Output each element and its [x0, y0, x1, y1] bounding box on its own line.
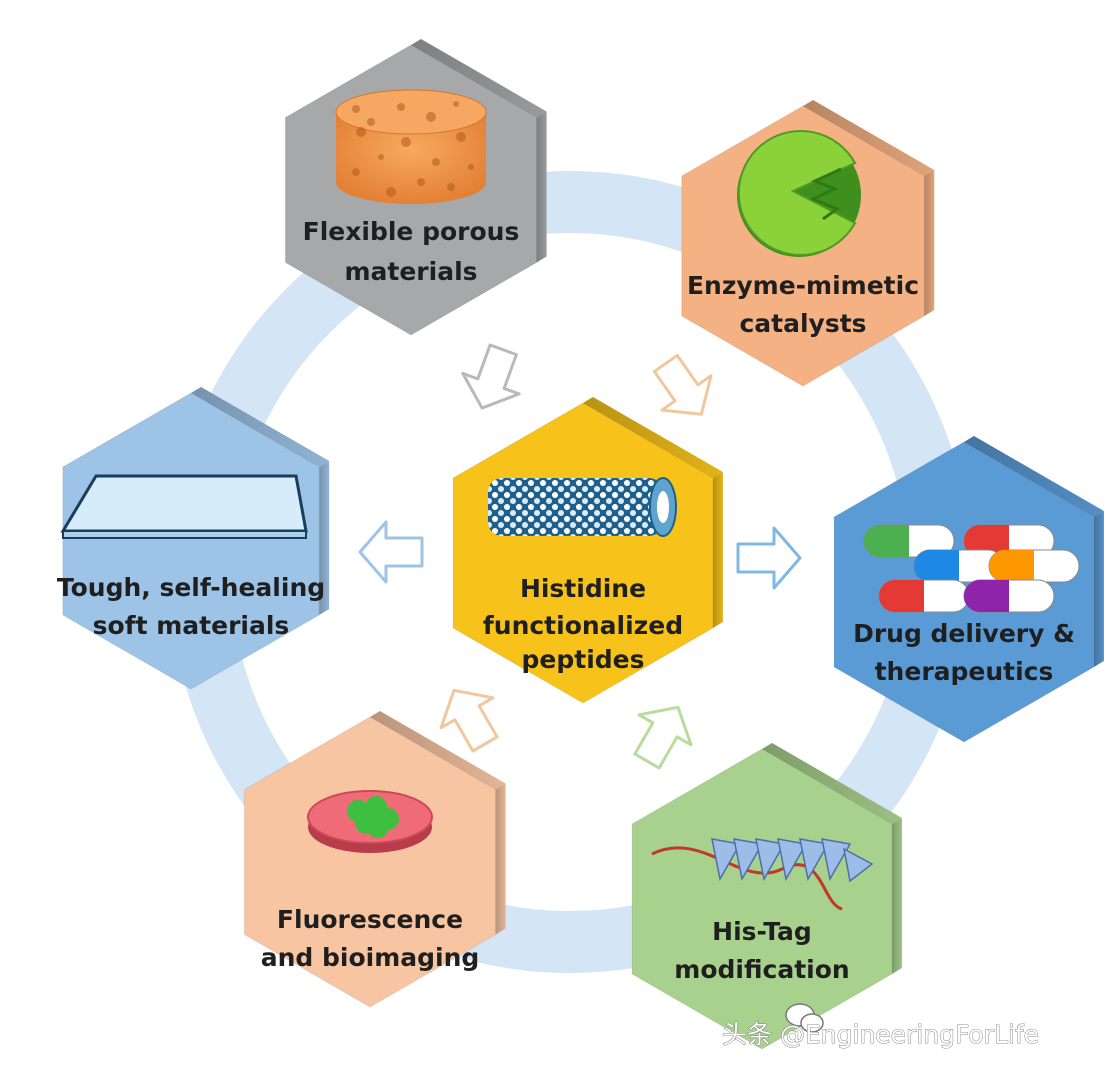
petri-dish-icon — [307, 790, 433, 853]
hex-side-shade — [803, 100, 935, 176]
hex-face — [631, 748, 893, 1050]
porous-label-line: Flexible porous — [303, 217, 520, 246]
nanotube-icon — [488, 477, 677, 537]
center-label-line: Histidine — [520, 574, 646, 603]
hex-side-shade — [370, 711, 506, 790]
porous-sponge-icon — [335, 89, 487, 204]
arrow-to-tough — [358, 520, 424, 584]
hex-side-shade — [712, 472, 723, 628]
histag-label-line: His-Tag — [712, 917, 812, 946]
histag-label-line: modification — [674, 955, 849, 984]
tough-label-line: Tough, self-healing — [57, 573, 325, 602]
drug-hexagon: Drug delivery & therapeutics — [833, 436, 1104, 743]
fluorescence-label-line: Fluorescence — [277, 905, 463, 934]
center-label-line: peptides — [522, 645, 645, 674]
center-label-line: functionalized — [483, 611, 683, 640]
tough-label-line: soft materials — [93, 611, 290, 640]
arrow-to-enzyme — [652, 353, 713, 416]
hex-side-shade — [762, 743, 902, 824]
hex-side-shade — [924, 170, 935, 316]
hex-face — [62, 392, 320, 690]
porous-hexagon: Flexible porous materials — [284, 39, 547, 336]
tough-hexagon: Tough, self-healing soft materials — [57, 387, 330, 690]
hex-side-shade — [1093, 511, 1104, 667]
his-tag-icon — [651, 838, 874, 911]
hex-side-shade — [536, 111, 547, 263]
hex-face — [243, 716, 497, 1008]
watermark-text: 头条 @EngineeringForLife — [722, 1020, 1039, 1049]
watermark: 头条 @EngineeringForLife — [722, 1003, 1039, 1049]
enzyme-label-line: catalysts — [739, 309, 866, 338]
hex-side-shade — [319, 461, 330, 615]
gel-sheet-icon — [60, 474, 308, 539]
hex-side-shade — [191, 387, 330, 467]
hex-side-shade — [583, 397, 723, 478]
drug-label-line: therapeutics — [875, 657, 1054, 686]
porous-label-line: materials — [344, 257, 477, 286]
enzyme-pacman-icon — [737, 130, 861, 257]
hex-side-shade — [495, 783, 506, 935]
arrow-to-drug — [736, 526, 802, 590]
fluorescence-label-line: and bioimaging — [261, 943, 480, 972]
hex-side-shade — [891, 818, 902, 974]
wechat-icon — [785, 1003, 824, 1033]
enzyme-label-line: Enzyme-mimetic — [687, 271, 919, 300]
enzyme-hexagon: Enzyme-mimetic catalysts — [681, 100, 935, 387]
arrow-to-histag — [633, 705, 693, 770]
arrow-to-porous — [461, 343, 521, 410]
hex-side-shade — [964, 436, 1104, 517]
histag-hexagon: His-Tag modification — [631, 743, 902, 1050]
drug-label-line: Drug delivery & — [853, 619, 1075, 648]
arrow-to-fluorescence — [439, 688, 499, 753]
capsules-icon — [863, 524, 1080, 613]
center-hexagon: Histidine functionalized peptides — [452, 397, 723, 704]
fluorescence-hexagon: Fluorescence and bioimaging — [243, 711, 506, 1008]
hex-side-shade — [411, 39, 547, 118]
